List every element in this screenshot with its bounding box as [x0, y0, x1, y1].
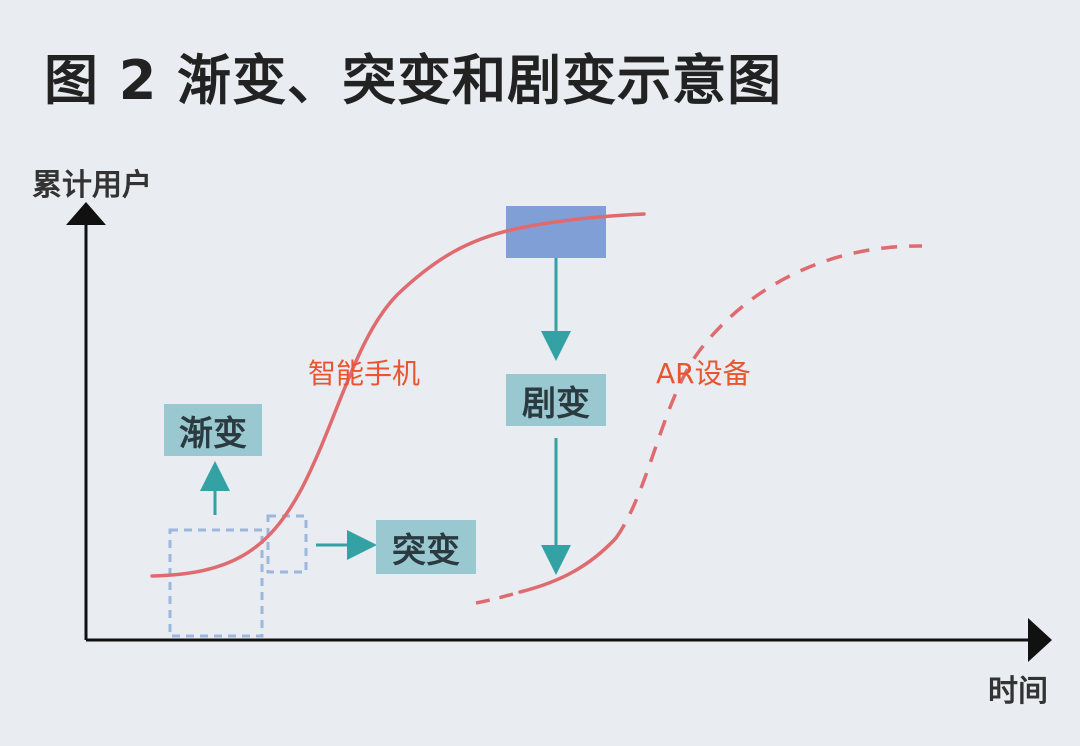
sudden-label: 突变: [376, 520, 476, 574]
smartphone-label: 智能手机: [308, 357, 421, 390]
ar-curve-dashed-start: [475, 590, 521, 605]
radical-highlight-box: [506, 206, 606, 258]
ar-curve-solid: [518, 536, 618, 594]
x-axis-label: 时间: [988, 674, 1048, 709]
ar-device-label: AR设备: [656, 357, 751, 390]
sudden-region-box: [266, 514, 308, 574]
y-axis-arrow-icon: [66, 202, 106, 225]
smartphone-curve: [150, 212, 646, 578]
radical-label: 剧变: [506, 374, 606, 426]
gradual-label: 渐变: [164, 404, 262, 456]
figure-title: 图 2 渐变、突变和剧变示意图: [44, 49, 783, 112]
x-axis-arrow-icon: [1028, 618, 1052, 662]
y-axis-label: 累计用户: [32, 168, 152, 203]
ar-curve-dashed: [614, 244, 923, 540]
gradual-region-box: [168, 528, 264, 638]
